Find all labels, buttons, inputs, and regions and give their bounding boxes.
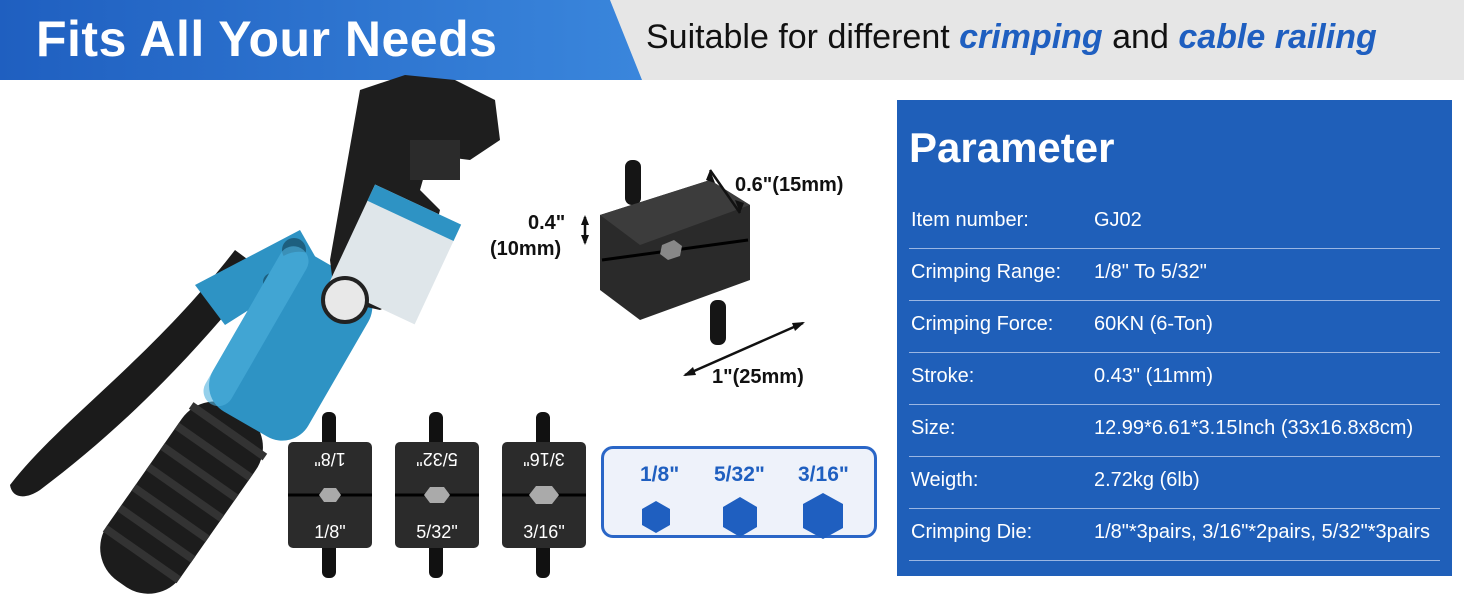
- param-label: Size:: [911, 417, 956, 439]
- hex-label-5-32: 5/32": [714, 463, 765, 486]
- page-title: Fits All Your Needs: [36, 11, 498, 67]
- die-3-16: 3/16" 3/16": [502, 412, 586, 578]
- param-value: 12.99*6.61*3.15Inch (33x16.8x8cm): [1094, 417, 1414, 439]
- param-value: GJ02: [1094, 209, 1142, 231]
- hex-label-3-16: 3/16": [798, 463, 849, 486]
- page-subtitle: Suitable for different crimping and cabl…: [646, 18, 1377, 57]
- param-value: 1/8" To 5/32": [1094, 261, 1207, 283]
- die-length-label: 1"(25mm): [712, 366, 804, 388]
- die-height-mm-label: (10mm): [490, 238, 562, 260]
- die-5-32: 5/32" 5/32": [395, 412, 479, 578]
- param-label: Crimping Die:: [911, 521, 1033, 543]
- param-label: Item number:: [911, 209, 1029, 231]
- die-3-16-bottom-label: 3/16": [523, 522, 565, 542]
- parameter-title: Parameter: [909, 124, 1115, 171]
- die-3-16-shape: [502, 412, 586, 578]
- die-block-image: [600, 160, 750, 345]
- hex-3-16-icon: [803, 493, 843, 539]
- die-5-32-shape: [395, 412, 479, 578]
- dimension-arrows: [581, 169, 805, 377]
- parameter-panel: Parameter Item number: GJ02 Crimping Ran…: [897, 100, 1452, 576]
- param-row-crimping-die: Crimping Die: 1/8"*3pairs, 3/16"*2pairs,…: [909, 508, 1440, 561]
- die-1-8-bottom-label: 1/8": [314, 522, 346, 542]
- hydraulic-crimping-tool-image: [10, 75, 500, 594]
- subtitle-prefix: Suitable for different: [646, 18, 960, 56]
- subtitle-crimping: crimping: [959, 18, 1103, 56]
- param-row-item-number: Item number: GJ02: [909, 196, 1440, 249]
- hex-size-box: 1/8" 5/32" 3/16": [601, 446, 877, 539]
- param-row-stroke: Stroke: 0.43" (11mm): [909, 352, 1440, 405]
- die-1-8-shape: [288, 412, 372, 578]
- param-row-weight: Weigth: 2.72kg (6lb): [909, 456, 1440, 509]
- param-row-size: Size: 12.99*6.61*3.15Inch (33x16.8x8cm): [909, 404, 1440, 457]
- subtitle-mid: and: [1102, 18, 1179, 56]
- param-value: 60KN (6-Ton): [1094, 313, 1213, 335]
- param-row-crimping-force: Crimping Force: 60KN (6-Ton): [909, 300, 1440, 353]
- die-1-8: 1/8" 1/8": [288, 412, 372, 578]
- param-row-crimping-range: Crimping Range: 1/8" To 5/32": [909, 248, 1440, 301]
- param-label: Stroke:: [911, 365, 975, 387]
- param-label: Crimping Force:: [911, 313, 1054, 335]
- die-height-label: 0.4": [528, 212, 566, 234]
- die-depth-label: 0.6"(15mm): [735, 174, 844, 196]
- param-label: Weigth:: [911, 469, 979, 491]
- die-5-32-top-label: 5/32": [416, 449, 458, 469]
- hex-5-32-icon: [723, 497, 757, 537]
- hex-shapes: [642, 493, 843, 539]
- die-3-16-top-label: 3/16": [523, 449, 565, 469]
- param-value: 1/8"*3pairs, 3/16"*2pairs, 5/32"*3pairs: [1094, 521, 1430, 543]
- hex-1-8-icon: [642, 501, 670, 533]
- die-1-8-top-label: 1/8": [314, 449, 346, 469]
- param-value: 2.72kg (6lb): [1094, 469, 1200, 491]
- param-value: 0.43" (11mm): [1094, 365, 1213, 387]
- die-5-32-bottom-label: 5/32": [416, 522, 458, 542]
- hex-label-1-8: 1/8": [640, 463, 680, 486]
- param-label: Crimping Range:: [911, 261, 1062, 283]
- subtitle-cable-railing: cable railing: [1178, 18, 1377, 56]
- header-title-banner: [0, 0, 642, 80]
